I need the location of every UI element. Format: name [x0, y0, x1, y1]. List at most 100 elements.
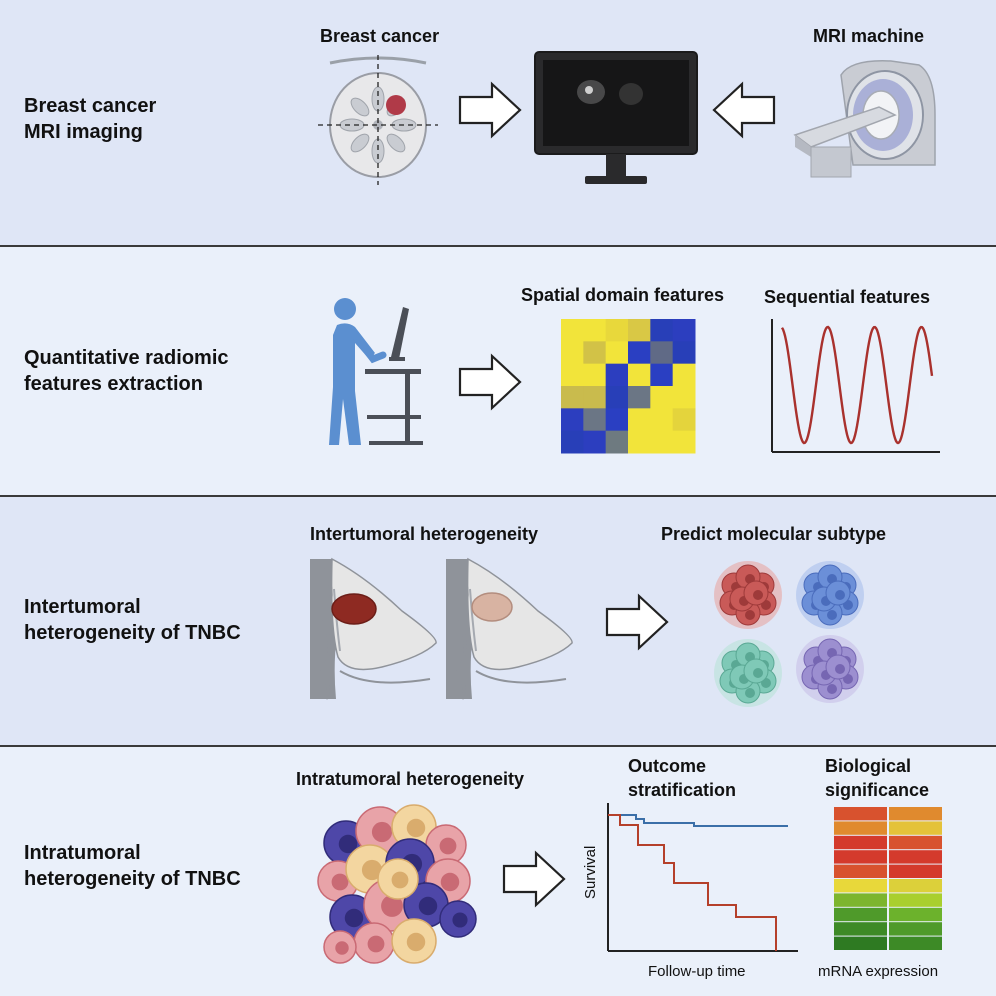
mrna-cell [834, 821, 887, 835]
tumor-cell [377, 858, 419, 900]
heatmap-cell [650, 363, 674, 387]
panel-intratumoral: Intratumoral heterogeneity of TNBC Intra… [0, 747, 996, 996]
heatmap-cell [672, 408, 696, 432]
panel-radiomic-extraction: Quantitative radiomic features extractio… [0, 247, 996, 497]
heatmap-cell [605, 319, 629, 342]
heatmap-cell [561, 363, 584, 387]
mrna-expression-label: mRNA expression [818, 963, 939, 980]
molecular-subtype-clusters [714, 561, 864, 707]
heatmap-cell [672, 341, 696, 365]
panel-intertumoral: Intertumoral heterogeneity of TNBC Inter… [0, 497, 996, 747]
arrow-right-icon [458, 81, 522, 139]
mrna-cell [889, 936, 942, 950]
mrna-cell [834, 922, 887, 936]
outcome-stratification-label: Outcome stratification [628, 756, 737, 800]
heatmap-cell [628, 341, 651, 365]
breast-tumor-dark-icon [310, 557, 437, 700]
arrow-right-icon [502, 850, 566, 908]
heatmap-cell [561, 319, 584, 342]
mrna-cell [889, 821, 942, 835]
heatmap-cell [650, 319, 674, 342]
subtype-cluster [796, 561, 864, 629]
heatmap-cell [605, 363, 629, 387]
km-low-risk-curve [608, 814, 788, 827]
mrna-cell [889, 864, 942, 878]
intertumoral-label: Intertumoral heterogeneity [310, 524, 539, 544]
mrna-cell [834, 907, 887, 922]
mrna-cell [889, 807, 942, 821]
heatmap-cell [672, 386, 696, 409]
mrna-cell [834, 893, 887, 907]
spatial-feature-heatmap [561, 319, 696, 454]
researcher-workstation-icon [329, 298, 423, 445]
heatmap-cell [650, 386, 674, 409]
heatmap-cell [583, 341, 607, 365]
subtype-cluster [796, 635, 864, 703]
breast-tumor-light-icon [446, 557, 573, 700]
mrna-cell [834, 850, 887, 864]
mrna-cell [834, 807, 887, 821]
arrow-right-icon [605, 593, 669, 651]
heatmap-cell [605, 430, 629, 454]
predict-subtype-label: Predict molecular subtype [661, 524, 887, 544]
heatmap-cell [605, 408, 629, 432]
kaplan-meier-plot [607, 803, 798, 952]
subtype-cluster [714, 639, 782, 707]
mrna-cell [889, 879, 942, 893]
mrna-cell [834, 879, 887, 893]
heatmap-cell [628, 319, 651, 342]
mri-machine-label: MRI machine [813, 26, 925, 46]
panel-mri-imaging: Breast cancer MRI imaging Breast cancer … [0, 0, 996, 247]
mrna-cell [889, 922, 942, 936]
arrow-left-icon [712, 81, 776, 139]
km-high-risk-curve [608, 814, 777, 951]
row-title-intratumoral: Intratumoral heterogeneity of TNBC [24, 842, 241, 890]
heterogeneous-tumor-icon [317, 804, 477, 964]
mrna-cell [834, 864, 887, 878]
tumor-cell [353, 922, 395, 964]
heatmap-cell [650, 408, 674, 432]
sequential-feature-plot [771, 319, 940, 453]
heatmap-cell [583, 386, 607, 409]
breast-cancer-label: Breast cancer [320, 26, 440, 46]
mrna-cell [889, 850, 942, 864]
km-y-axis-label: Survival [582, 845, 599, 899]
mri-machine-icon [793, 60, 936, 178]
heatmap-cell [583, 363, 607, 387]
heatmap-cell [605, 341, 629, 365]
tumor-cell [391, 918, 437, 964]
heatmap-cell [628, 386, 651, 409]
heatmap-cell [605, 386, 629, 409]
spatial-features-label: Spatial domain features [521, 285, 725, 305]
mrna-expression-heatmap [834, 807, 942, 950]
mrna-cell [889, 893, 942, 907]
heatmap-cell [561, 341, 584, 365]
heatmap-cell [583, 408, 607, 432]
heatmap-cell [628, 363, 651, 387]
breast-anatomy-icon [318, 55, 438, 185]
tumor-cell [323, 930, 357, 964]
heatmap-cell [583, 319, 607, 342]
sequential-features-label: Sequential features [764, 287, 931, 307]
heatmap-cell [650, 341, 674, 365]
heatmap-cell [628, 430, 651, 454]
intratumoral-label: Intratumoral heterogeneity [296, 769, 525, 789]
mrna-cell [834, 835, 887, 850]
heatmap-cell [672, 319, 696, 342]
heatmap-cell [628, 408, 651, 432]
monitor-icon [534, 51, 698, 184]
biological-significance-label: Biological significance [825, 756, 930, 800]
heatmap-cell [561, 386, 584, 409]
arrow-right-icon [458, 353, 522, 411]
subtype-cluster [714, 561, 782, 629]
heatmap-cell [650, 430, 674, 454]
row-title-radiomic: Quantitative radiomic features extractio… [24, 347, 229, 395]
km-x-axis-label: Follow-up time [648, 963, 746, 980]
heatmap-cell [561, 408, 584, 432]
mrna-cell [889, 835, 942, 850]
row-title-mri: Breast cancer MRI imaging [24, 95, 157, 143]
sequential-wave-line [780, 325, 934, 445]
heatmap-cell [583, 430, 607, 454]
heatmap-cell [672, 430, 696, 454]
